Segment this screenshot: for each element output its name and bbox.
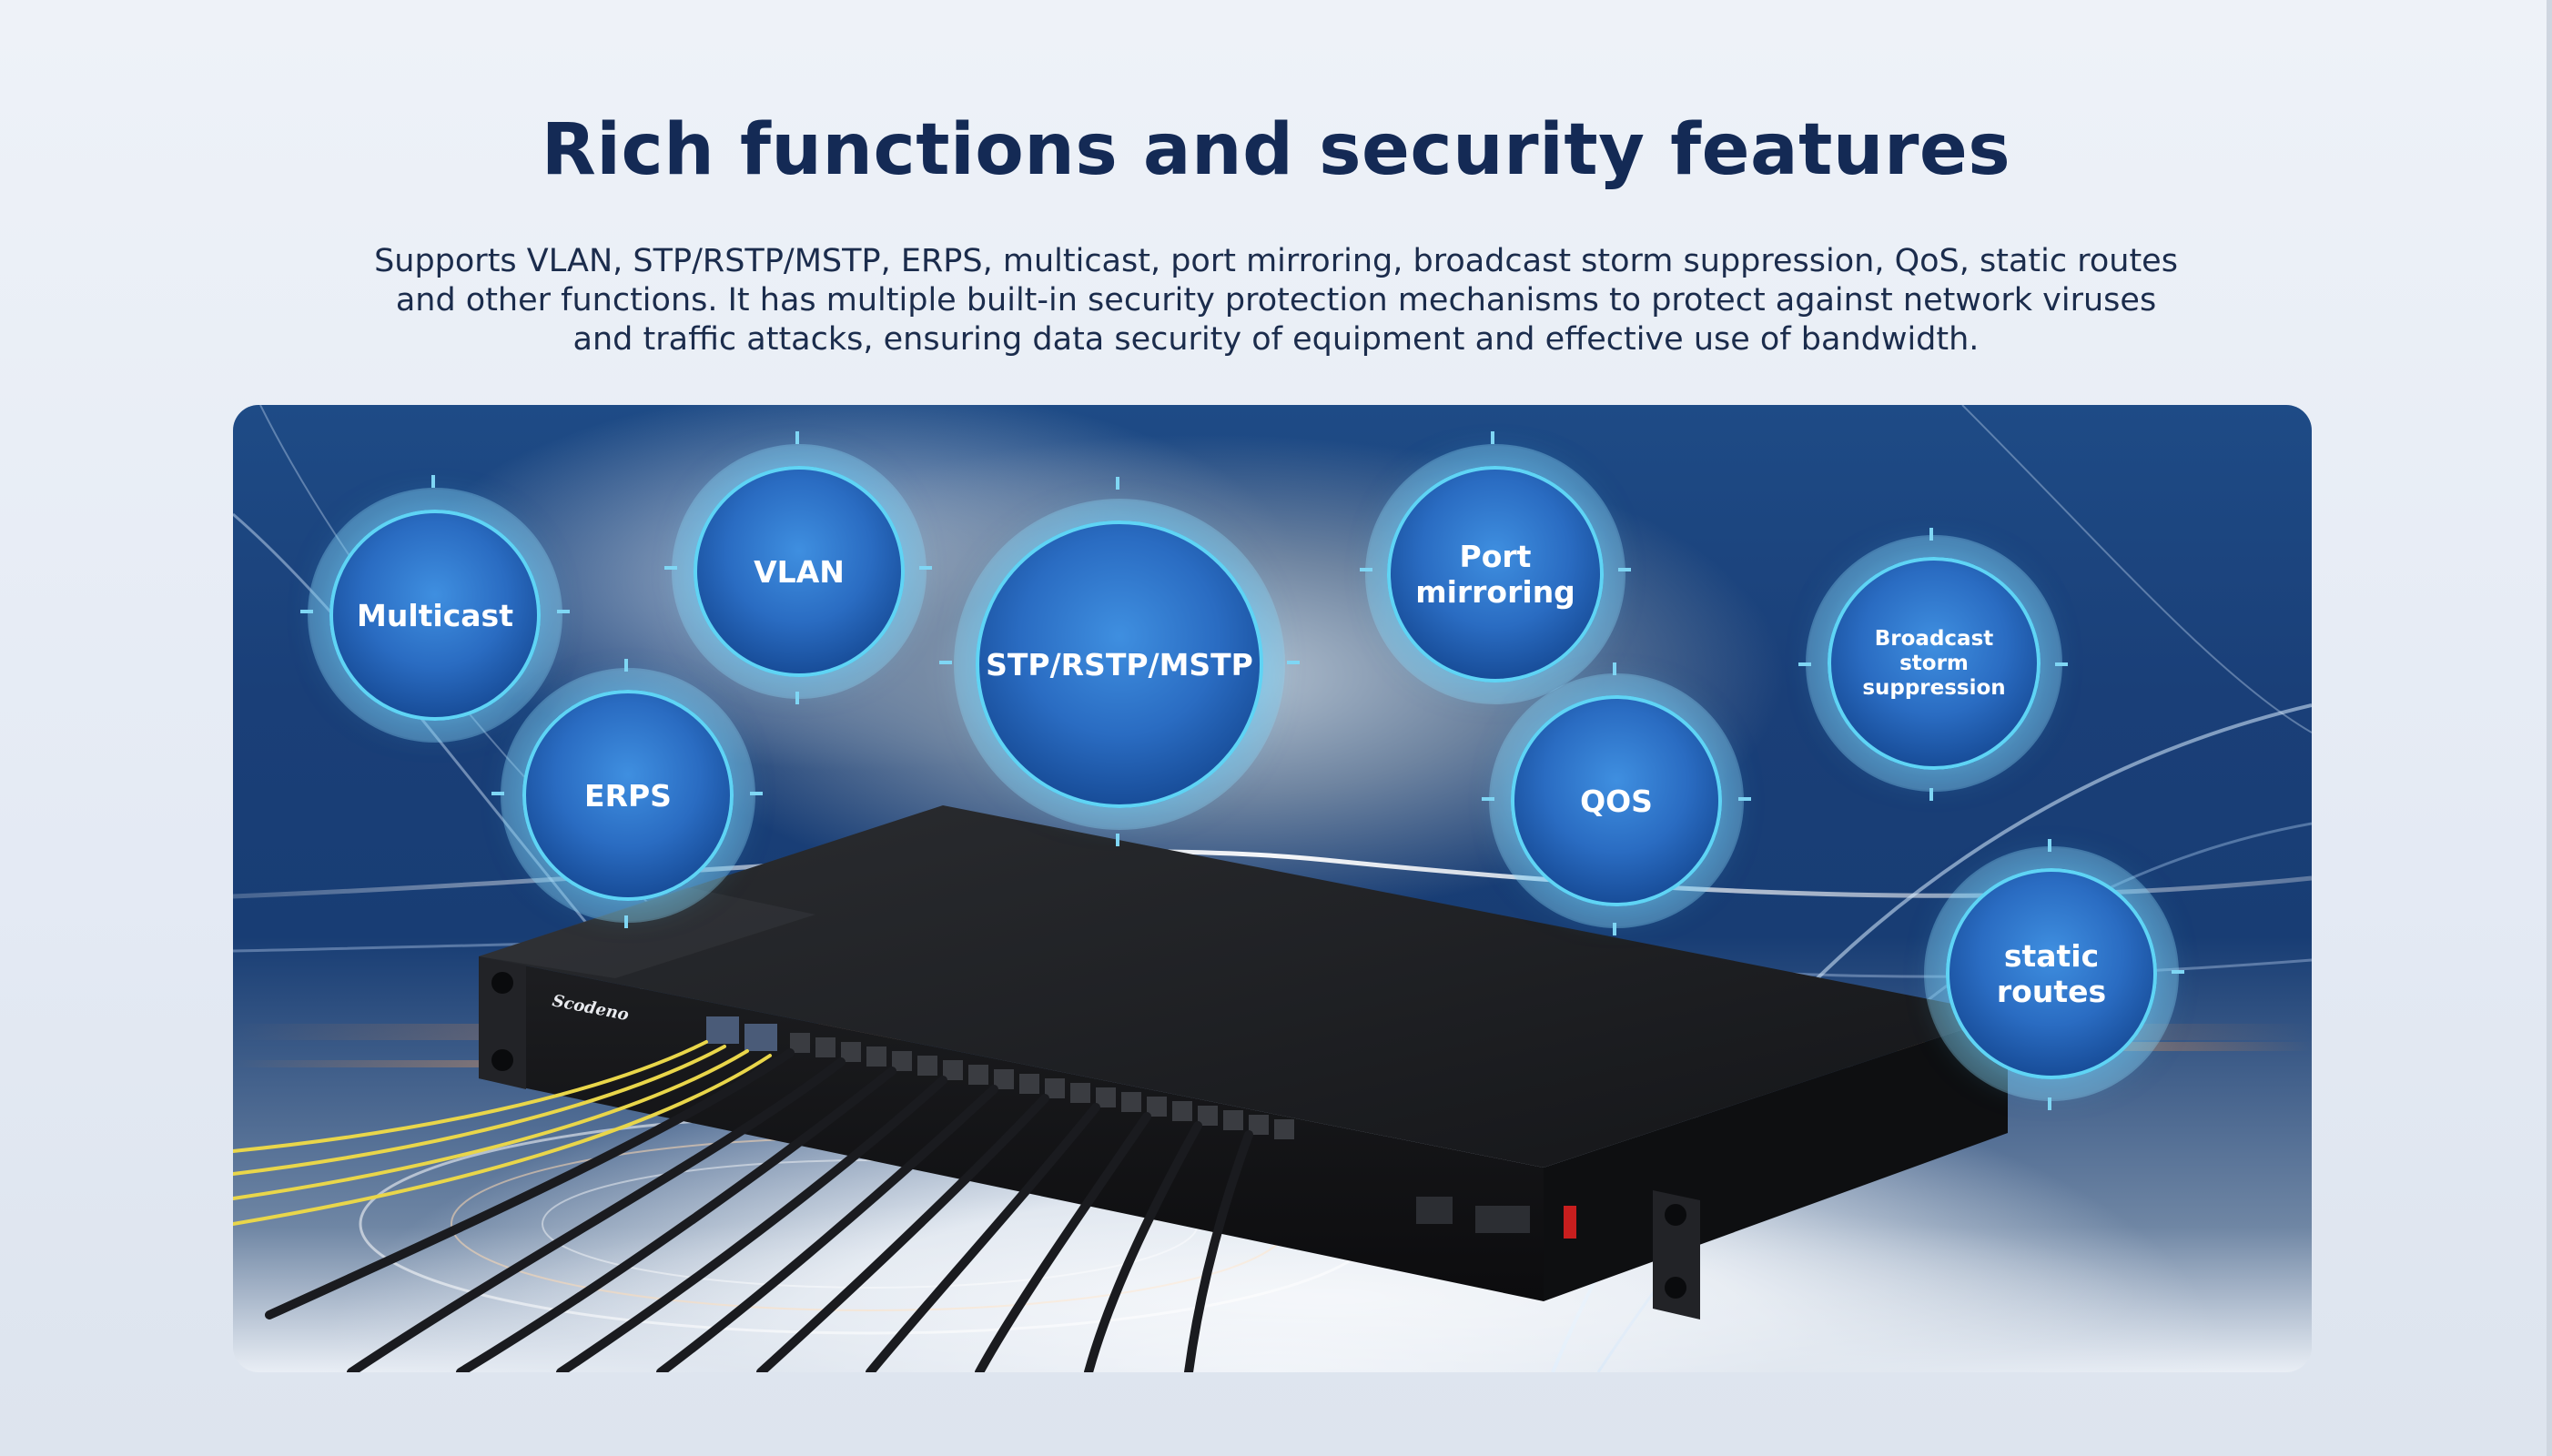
switch-illustration: Scodeno [233,405,2312,1372]
description-line-3: and traffic attacks, ensuring data secur… [572,321,1980,358]
feature-bubble-port-mirroring: Port mirroring [1387,466,1604,682]
feature-bubble-multicast: Multicast [329,510,541,721]
description-line-2: and other functions. It has multiple bui… [395,282,2157,318]
feature-bubble-stp: STP/RSTP/MSTP [976,521,1263,808]
feature-label-broadcast-line2: storm suppression [1862,651,2006,700]
feature-label-multicast: Multicast [357,597,513,633]
feature-label-stp: STP/RSTP/MSTP [986,646,1253,682]
description-line-1: Supports VLAN, STP/RSTP/MSTP, ERPS, mult… [374,243,2178,279]
feature-label-vlan: VLAN [754,553,845,590]
page-title: Rich functions and security features [541,109,2011,191]
feature-label-static-routes: static routes [1996,938,2107,1009]
feature-bubble-qos: QOS [1511,695,1722,906]
page-edge-strip [2547,0,2552,1456]
feature-bubble-vlan: VLAN [694,466,905,677]
feature-label-qos: QOS [1580,783,1653,819]
feature-label-port-mirroring: Port mirroring [1415,539,1575,610]
feature-bubble-static-routes: static routes [1946,868,2157,1079]
feature-bubble-erps: ERPS [522,690,734,901]
feature-description: Supports VLAN, STP/RSTP/MSTP, ERPS, mult… [273,242,2279,359]
feature-bubble-broadcast-storm: Broadcast storm suppression [1828,557,2041,770]
feature-label-broadcast-line1: Broadcast [1874,626,1994,651]
feature-label-erps: ERPS [584,777,672,814]
